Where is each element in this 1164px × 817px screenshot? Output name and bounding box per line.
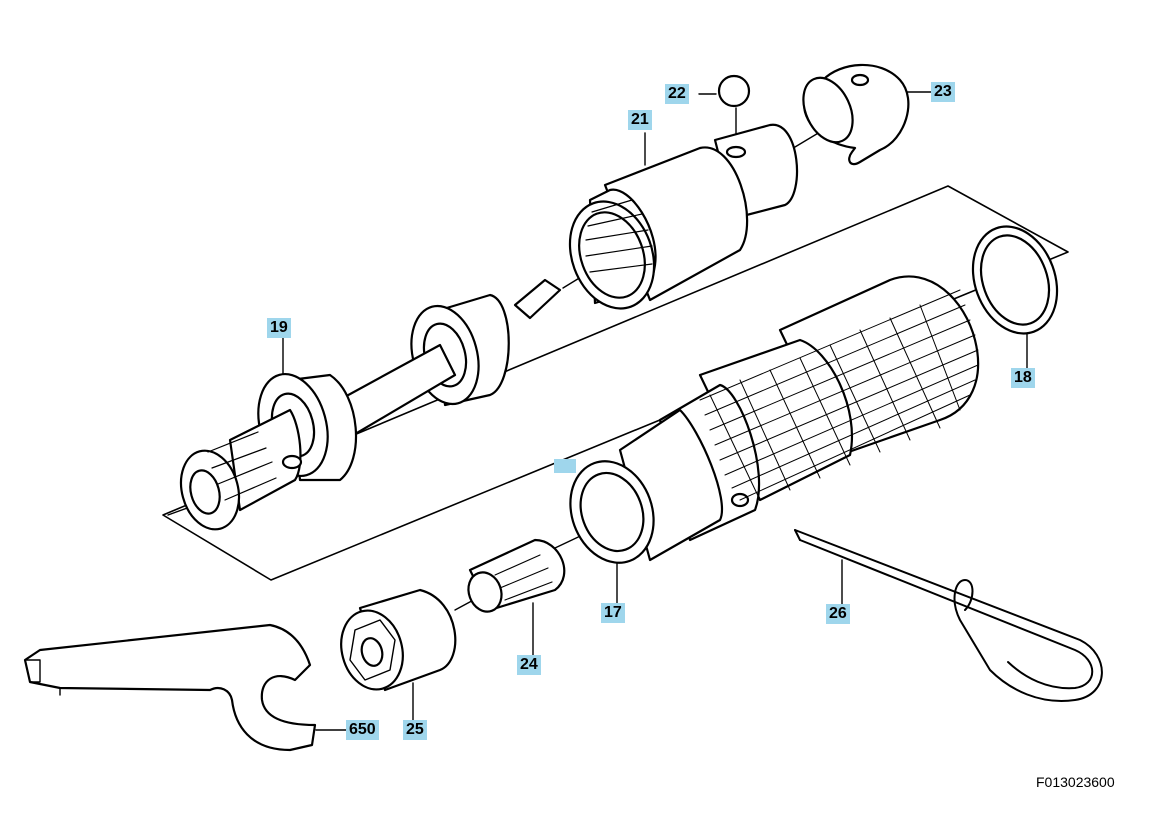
collet-24 (467, 538, 566, 613)
drawing-id: F013023600 (1036, 774, 1115, 790)
callout-23: 23 (931, 82, 955, 102)
callout-18: 18 (1011, 368, 1035, 388)
callout-blank (554, 459, 576, 473)
callout-21: 21 (628, 110, 652, 130)
ball-22 (717, 74, 751, 108)
callout-17: 17 (601, 603, 625, 623)
shaft-assembly-19 (179, 278, 562, 531)
knurled-handle-17 (569, 275, 980, 564)
callout-22: 22 (665, 84, 689, 104)
callout-25: 25 (403, 720, 427, 740)
spindle-housing-21 (568, 123, 799, 310)
wrench-650 (23, 623, 317, 752)
ring-18 (971, 225, 1059, 335)
callout-19: 19 (267, 318, 291, 338)
split-sleeve-23 (802, 63, 910, 166)
subassembly-boundary (162, 185, 1069, 581)
nut-25 (340, 588, 457, 692)
callout-26: 26 (826, 604, 850, 624)
cotter-pin-26 (794, 529, 1103, 702)
callout-24: 24 (517, 655, 541, 675)
callout-650: 650 (346, 720, 379, 740)
